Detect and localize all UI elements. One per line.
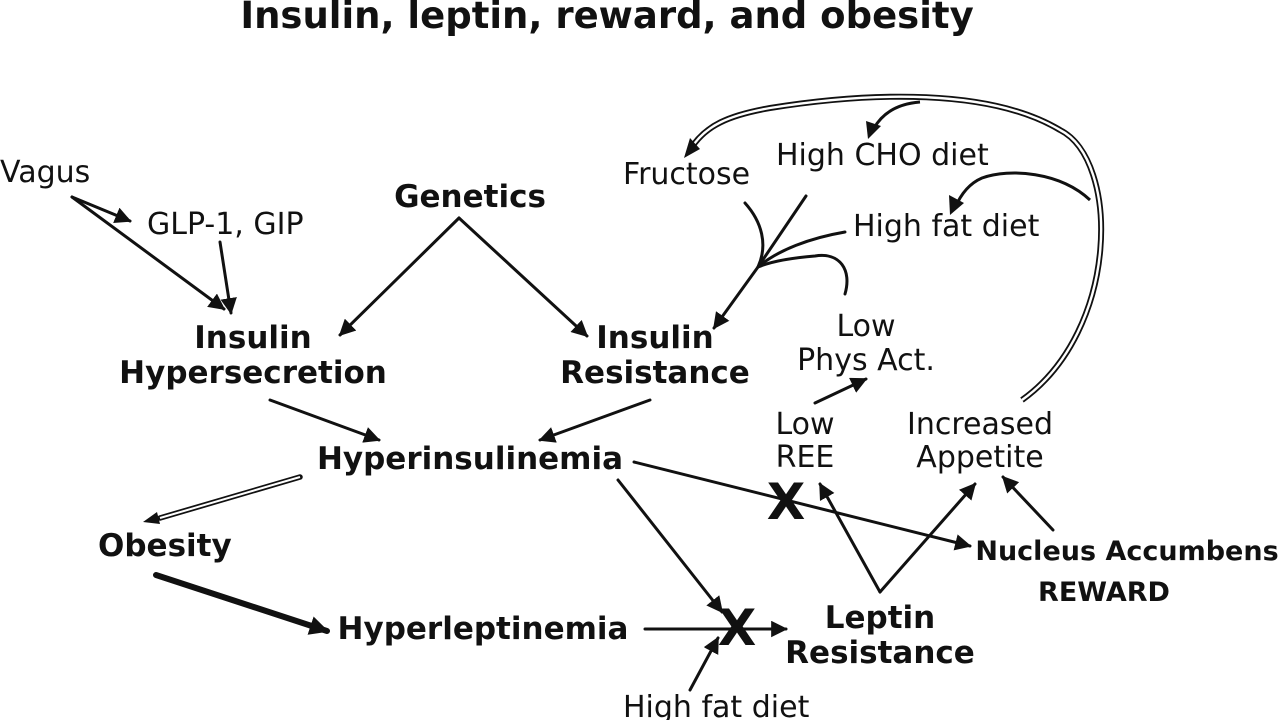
arrow-hypersecretion-to-hyperinsulinemia — [268, 398, 381, 443]
arrow-obesity-to-hyperleptinemia — [153, 572, 330, 635]
node-increased-appetite: Increased Appetite — [906, 407, 1054, 475]
node-hyperleptinemia: Hyperleptinemia — [337, 611, 629, 647]
arrow-fatdiet-to-leptin-block — [688, 636, 720, 692]
node-reward: REWARD — [1038, 577, 1170, 608]
arrow-genetics-to-hypersecretion — [338, 216, 461, 337]
arrow-lowree-to-physact — [813, 377, 868, 405]
curve-low-phys — [756, 253, 849, 296]
node-insulin-hypersecretion: Insulin Hypersecretion — [119, 320, 387, 391]
node-fructose: Fructose — [623, 157, 751, 192]
arrow-genetics-to-resistance — [457, 216, 589, 338]
node-low-phys-act: Low Phys Act. — [797, 309, 935, 378]
arrow-hyperinsulinemia-to-obesity — [143, 474, 303, 524]
node-high-fat-diet-top: High fat diet — [853, 209, 1040, 244]
diagram-title: Insulin, leptin, reward, and obesity — [240, 0, 974, 37]
arrow-hyperinsulinemia-to-leptin-block — [616, 478, 724, 614]
node-nucleus-accumbens: Nucleus Accumbens — [975, 536, 1279, 567]
node-high-fat-diet-bottom: High fat diet — [623, 690, 810, 720]
node-hyperinsulinemia: Hyperinsulinemia — [316, 441, 624, 477]
node-leptin-resistance: Leptin Resistance — [785, 600, 975, 671]
arrow-leptin-to-lowree — [818, 482, 882, 594]
node-low-ree: Low REE — [775, 407, 835, 475]
arrow-vagus-to-hypersecretion — [70, 195, 226, 311]
node-vagus: Vagus — [0, 155, 91, 190]
curve-fructose — [743, 201, 765, 269]
arrow-glp-to-hypersecretion — [218, 240, 237, 315]
arrow-diets-to-resistance — [712, 265, 760, 330]
arrow-resistance-to-hyperinsulinemia — [538, 398, 652, 443]
curve-high-cho — [756, 194, 808, 269]
loop-appetite-to-diets — [684, 93, 1105, 403]
arrow-leptin-to-appetite — [878, 482, 977, 594]
arrow-hyperinsulinemia-to-accumbens — [632, 460, 972, 551]
node-insulin-resistance: Insulin Resistance — [560, 320, 750, 391]
node-glp1-gip: GLP-1, GIP — [147, 207, 304, 242]
block-mark-leptin: X — [717, 599, 757, 657]
node-high-cho-diet: High CHO diet — [776, 138, 989, 173]
block-mark-ree: X — [766, 473, 806, 531]
node-genetics: Genetics — [394, 179, 546, 215]
node-obesity: Obesity — [98, 528, 232, 564]
arrow-vagus-to-glp — [70, 195, 132, 223]
arrow-accumbens-to-appetite — [1001, 475, 1055, 532]
curve-high-fat — [756, 230, 847, 269]
